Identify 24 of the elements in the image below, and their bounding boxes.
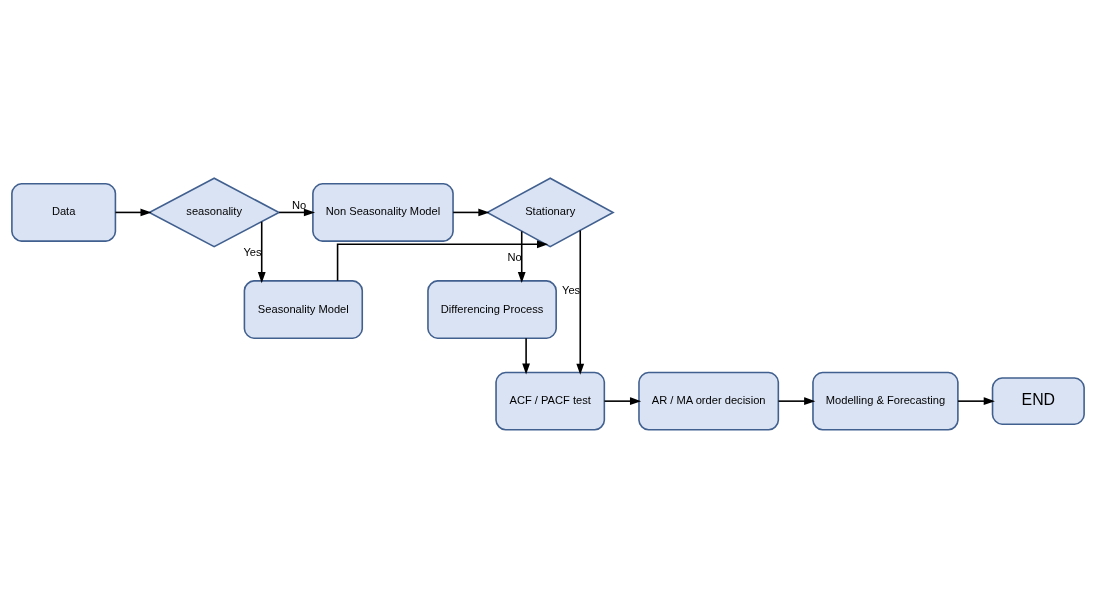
- node-box: Seasonality Model: [243, 279, 364, 339]
- node-box: Non Seasonality Model: [312, 182, 454, 242]
- arrow: [114, 208, 152, 216]
- arrow: [603, 396, 642, 405]
- node-box: Differencing Process: [427, 279, 557, 339]
- arrow: [257, 220, 266, 283]
- edge-label: Yes: [562, 283, 581, 296]
- arrow: [517, 230, 526, 283]
- arrow: [522, 337, 530, 375]
- arrow: [957, 396, 995, 405]
- node-box: ACF / PACF test: [495, 371, 606, 431]
- arrow: [278, 208, 316, 216]
- edge-label: Yes: [243, 245, 262, 258]
- arrow: [452, 208, 490, 216]
- edge-label: No: [507, 250, 522, 263]
- arrow: [777, 396, 816, 405]
- arrow: [576, 229, 585, 375]
- node-box: Data: [11, 182, 117, 242]
- node-box: AR / MA order decision: [638, 371, 780, 431]
- arrow: [336, 239, 549, 282]
- node-box: END: [991, 376, 1085, 425]
- node-box: Modelling & Forecasting: [812, 371, 959, 431]
- node-diamond: seasonality: [147, 176, 281, 248]
- edge-label: No: [291, 198, 307, 211]
